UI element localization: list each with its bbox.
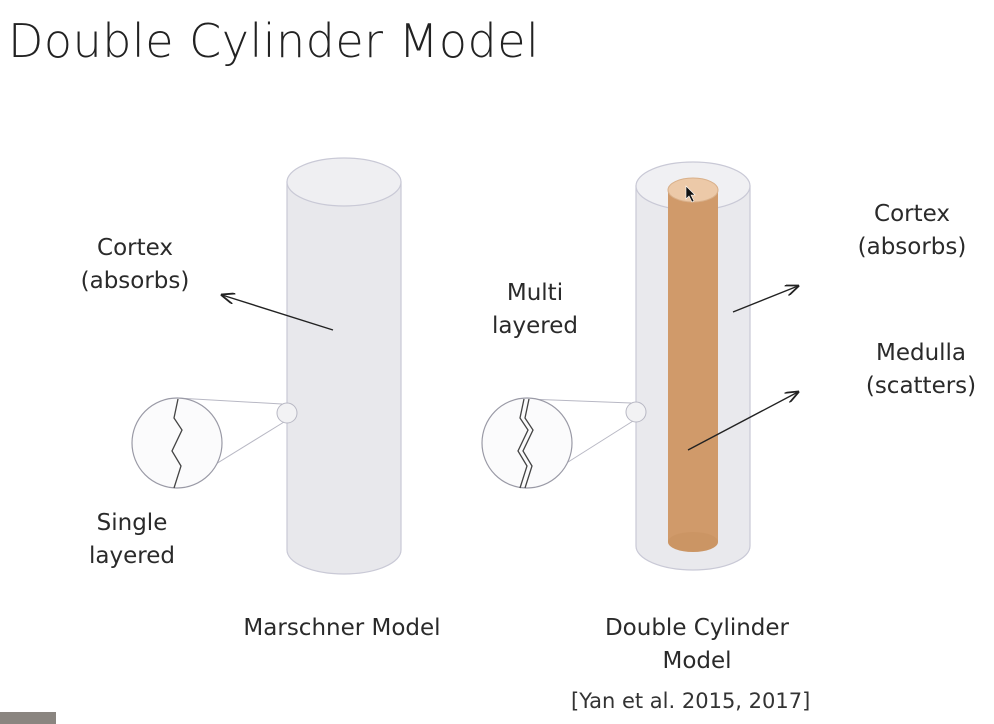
multi-layer-jagged-line-1 — [517, 398, 529, 489]
double-cortex-label: Cortex (absorbs) — [848, 198, 976, 264]
medulla-label-line1: Medulla — [875, 340, 967, 366]
double-cylinder-caption-line2: Model — [662, 648, 732, 674]
medulla-core-top — [667, 177, 719, 203]
marschner-cylinder — [286, 157, 402, 575]
multi-layered-label: Multi layered — [474, 277, 596, 343]
citation: [Yan et al. 2015, 2017] — [571, 689, 811, 713]
single-layered-label-line1: Single — [96, 510, 168, 536]
multi-layered-label-line2: layered — [492, 313, 578, 339]
marschner-magnifier-circle — [131, 397, 223, 489]
marschner-cortex-label-line1: Cortex — [97, 235, 173, 261]
marschner-cortex-label: Cortex (absorbs) — [70, 232, 200, 298]
corner-thumbnail — [0, 712, 56, 724]
double-cortex-label-line2: (absorbs) — [857, 234, 967, 260]
marschner-magnifier — [131, 397, 298, 489]
marschner-caption: Marschner Model — [243, 615, 441, 641]
medulla-label: Medulla (scatters) — [852, 337, 990, 403]
double-cylinder-caption-line1: Double Cylinder — [604, 615, 790, 641]
double-medulla-arrow — [687, 392, 798, 451]
slide-title: Double Cylinder Model — [8, 14, 540, 68]
marschner-cortex-arrow — [222, 295, 334, 331]
double-cylinder-caption: Double Cylinder Model — [572, 612, 822, 678]
double-cylinder — [635, 161, 751, 571]
double-cylinder-magnifier — [481, 397, 647, 489]
single-layered-label-line2: layered — [89, 543, 175, 569]
single-layered-label: Single layered — [72, 507, 192, 573]
double-cortex-arrow — [732, 286, 798, 313]
medulla-label-line2: (scatters) — [865, 373, 977, 399]
multi-layered-label-line1: Multi — [506, 280, 564, 306]
marschner-cylinder-body — [286, 181, 402, 575]
medulla-core — [668, 190, 718, 542]
single-layer-jagged-line — [171, 398, 183, 489]
marschner-cylinder-top — [286, 157, 402, 207]
medulla-core-bottom — [668, 532, 718, 552]
mouse-cursor-icon — [685, 185, 696, 203]
multi-layer-jagged-line-2 — [522, 398, 534, 489]
marschner-cortex-label-line2: (absorbs) — [80, 268, 190, 294]
double-cortex-label-line1: Cortex — [874, 201, 950, 227]
